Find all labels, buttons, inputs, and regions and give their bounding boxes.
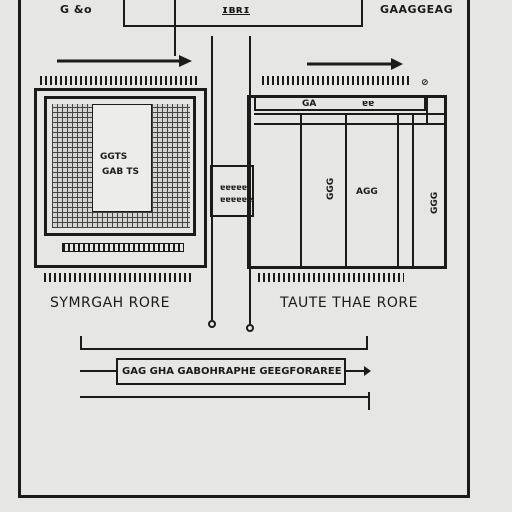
right-caption: TAUTE THAE RORE: [280, 295, 418, 311]
table-subheader: [254, 113, 444, 125]
center-connector-box: [210, 165, 254, 217]
bottom-dimension-line-top: [80, 348, 368, 350]
diagram-frame: [18, 0, 470, 498]
table-header-right: ɐɐ: [362, 99, 375, 109]
left-panel-screen: [44, 96, 196, 236]
screen-center: [92, 104, 152, 212]
bottom-dim-tick-end: [368, 392, 370, 410]
table-col-left-label: GGG: [326, 177, 336, 200]
screen-label-2: GAB TS: [102, 167, 139, 177]
left-arrow: [57, 55, 192, 67]
right-header-bar: [262, 76, 412, 85]
bottom-bar-lead-left: [80, 370, 116, 372]
bottom-dim-tick-right: [366, 336, 368, 350]
bottom-label-bar: [116, 358, 346, 385]
right-leader-dot: [246, 324, 254, 332]
top-right-label: GAAGGEAG: [380, 3, 454, 16]
right-leader-line: [249, 36, 251, 324]
left-leader-dot: [208, 320, 216, 328]
table-header-end: [426, 95, 428, 125]
screen-label-1: GGTS: [100, 152, 128, 162]
right-panel-bottom-bar: [258, 273, 404, 282]
top-box-label: ɪʙʀɪ: [222, 3, 251, 16]
center-box-label-2: ɐɐɐɐɐɐ: [220, 195, 253, 204]
top-box: [123, 0, 363, 27]
bottom-dim-tick-left: [80, 336, 82, 350]
left-grid-block: [52, 104, 92, 228]
right-grid-block: [152, 104, 190, 228]
table-col-divider-3: [397, 113, 399, 267]
table-col-divider-2: [345, 113, 347, 267]
table-col-divider-4: [412, 113, 414, 267]
center-box-label-1: ɐɐɐɐɐ: [220, 183, 247, 192]
table-header-left: GA: [302, 99, 317, 109]
left-caption: SYMRGAH RORE: [50, 295, 170, 311]
bottom-bar-arrow-right: [346, 366, 371, 376]
bottom-dimension-line-bottom: [80, 396, 370, 398]
left-panel-bottom-bar: [44, 273, 194, 282]
top-left-label: G &o: [60, 3, 93, 16]
table-header: [254, 95, 426, 111]
table-col-divider-1: [300, 113, 302, 267]
table-col-right-label: GGG: [430, 191, 440, 214]
bottom-bar-label: GAG GHA GABOHRAPHE GEEGFORAREE: [122, 366, 342, 377]
right-header-mark: ⊘: [421, 78, 429, 88]
left-leader-line: [211, 36, 213, 320]
table-mid-label: AGG: [356, 187, 378, 197]
left-panel: [34, 88, 207, 268]
top-connector-line: [174, 0, 176, 56]
left-header-bar: [40, 76, 200, 85]
right-arrow: [307, 58, 403, 70]
left-panel-footer-bar: [62, 243, 184, 252]
bottom-grid-block: [92, 212, 152, 228]
